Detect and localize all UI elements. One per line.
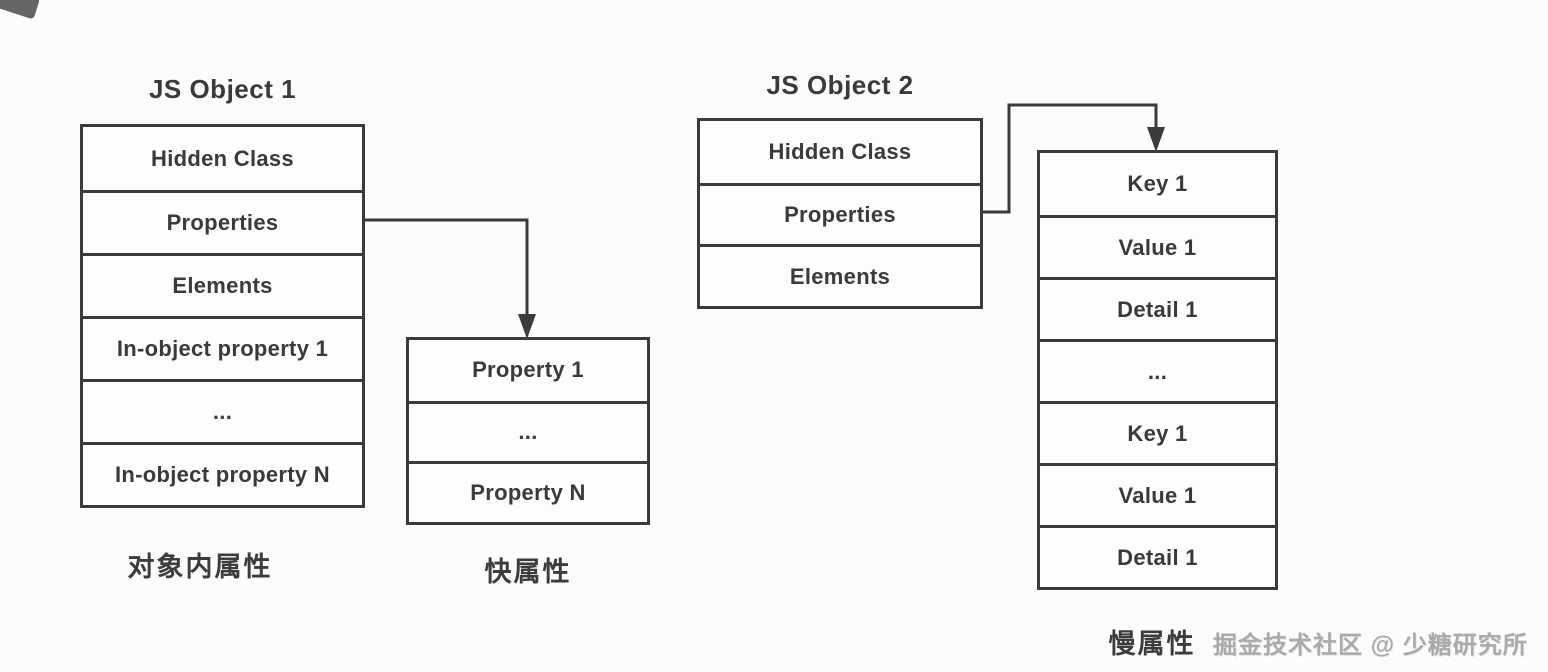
fast-properties-table: Property 1 ... Property N	[406, 337, 650, 525]
fast-row-property-1: Property 1	[472, 357, 584, 383]
object1-row-in-object-property-1: In-object property 1	[83, 316, 362, 379]
object2-row-elements: Elements	[700, 244, 980, 306]
fast-row-ellipsis: ...	[409, 400, 647, 462]
object1-title: JS Object 1	[148, 74, 297, 104]
corner-smudge-artifact	[0, 0, 41, 20]
object1-row-elements: Elements	[83, 253, 362, 316]
object1-row-hidden-class: Hidden Class	[151, 145, 294, 171]
object1-table: Hidden Class Properties Elements In-obje…	[80, 124, 365, 508]
slow-row-detail-1b: Detail 1	[1040, 525, 1275, 587]
object2-title: JS Object 2	[766, 70, 914, 100]
fast-row-property-n: Property N	[409, 461, 647, 522]
fast-properties-label: 快属性	[484, 557, 572, 587]
object2-row-properties: Properties	[700, 182, 980, 245]
object2-table: Hidden Class Properties Elements	[697, 118, 983, 309]
slow-properties-table: Key 1 Value 1 Detail 1 ... Key 1 Value 1…	[1037, 150, 1278, 590]
object1-label-in-object-properties: 对象内属性	[127, 552, 273, 582]
watermark-text: 掘金技术社区 @ 少糖研究所	[1213, 632, 1528, 659]
slow-row-value-1b: Value 1	[1040, 463, 1275, 525]
arrow-object1-properties-to-fast-table	[365, 218, 536, 339]
slow-properties-label: 慢属性	[1108, 629, 1196, 659]
slow-row-ellipsis: ...	[1040, 339, 1275, 401]
object1-row-properties: Properties	[83, 190, 362, 253]
slow-row-key-1b: Key 1	[1040, 401, 1275, 463]
slow-row-value-1a: Value 1	[1040, 215, 1275, 277]
object1-row-ellipsis: ...	[83, 379, 362, 442]
object2-row-hidden-class: Hidden Class	[768, 138, 912, 164]
object1-row-in-object-property-n: In-object property N	[83, 442, 362, 505]
slow-row-detail-1a: Detail 1	[1040, 277, 1275, 339]
slow-row-key-1a: Key 1	[1127, 171, 1188, 196]
